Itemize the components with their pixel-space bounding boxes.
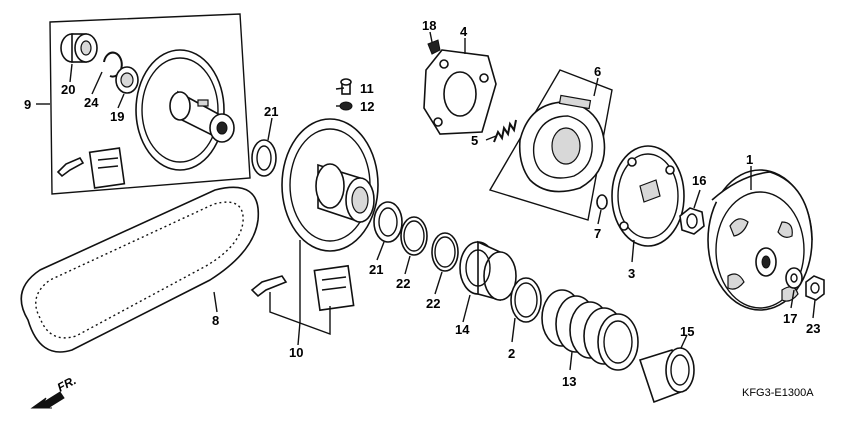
callout-21a: 21	[264, 104, 278, 119]
callout-4: 4	[460, 24, 468, 39]
washer-17	[785, 267, 803, 289]
drive-plate-3	[611, 145, 685, 247]
clutch-weight-set-6	[518, 94, 606, 193]
oil-seal-21	[373, 201, 403, 243]
clutch-spring-5	[493, 119, 517, 143]
nut-23	[805, 275, 825, 301]
group-9-outline	[49, 13, 251, 195]
callout-23: 23	[806, 321, 820, 336]
callout-2: 2	[508, 346, 515, 361]
washer-12	[339, 101, 353, 111]
front-direction-label: FR.	[55, 373, 79, 394]
callout-3: 3	[628, 266, 635, 281]
circlip-24	[103, 51, 123, 78]
callout-5: 5	[471, 133, 478, 148]
front-direction-arrow-icon	[30, 391, 65, 409]
callout-11: 11	[360, 81, 374, 96]
callout-10: 10	[289, 345, 303, 360]
callout-8: 8	[212, 313, 219, 328]
callout-12: 12	[360, 99, 374, 114]
spring-collar-15	[638, 347, 695, 404]
callout-22b: 22	[426, 296, 440, 311]
guide-pin-10	[250, 275, 288, 298]
needle-bearing-20	[60, 33, 98, 63]
callout-18: 18	[422, 18, 436, 33]
callout-1: 1	[746, 152, 753, 167]
callout-7: 7	[594, 226, 601, 241]
group-6-outline	[488, 69, 613, 221]
seal-collar-14	[459, 240, 517, 302]
grease-pack-small	[88, 147, 126, 189]
o-ring-22a	[400, 216, 428, 256]
driven-face-spring-13	[541, 289, 639, 371]
o-ring-22b	[431, 232, 459, 272]
callout-14: 14	[455, 322, 470, 337]
grease-pack-10	[313, 264, 355, 312]
plate-4	[423, 49, 497, 135]
callout-24: 24	[84, 95, 99, 110]
callout-19: 19	[110, 109, 124, 124]
washer-7	[596, 194, 608, 210]
callout-22a: 22	[396, 276, 410, 291]
callout-17: 17	[783, 311, 797, 326]
callout-6: 6	[594, 64, 601, 79]
callout-9: 9	[24, 97, 31, 112]
drive-belt-8	[20, 186, 260, 353]
diagram-code: KFG3-E1300A	[742, 387, 814, 399]
washer-21-top	[251, 139, 277, 177]
leader-lines	[36, 31, 816, 371]
screw-11	[340, 78, 352, 95]
callout-20: 20	[61, 82, 75, 97]
callout-13: 13	[562, 374, 576, 389]
clutch-outer-1	[707, 169, 813, 311]
callout-16: 16	[692, 173, 706, 188]
driven-face	[135, 49, 235, 171]
guide-pin-small	[56, 156, 85, 178]
callout-15: 15	[680, 324, 694, 339]
callout-21b: 21	[369, 262, 383, 277]
pin-18	[427, 39, 441, 55]
o-ring-2	[510, 277, 542, 323]
bearing-19	[115, 66, 139, 94]
movable-driven-face	[281, 118, 379, 252]
nut-16	[679, 207, 705, 235]
